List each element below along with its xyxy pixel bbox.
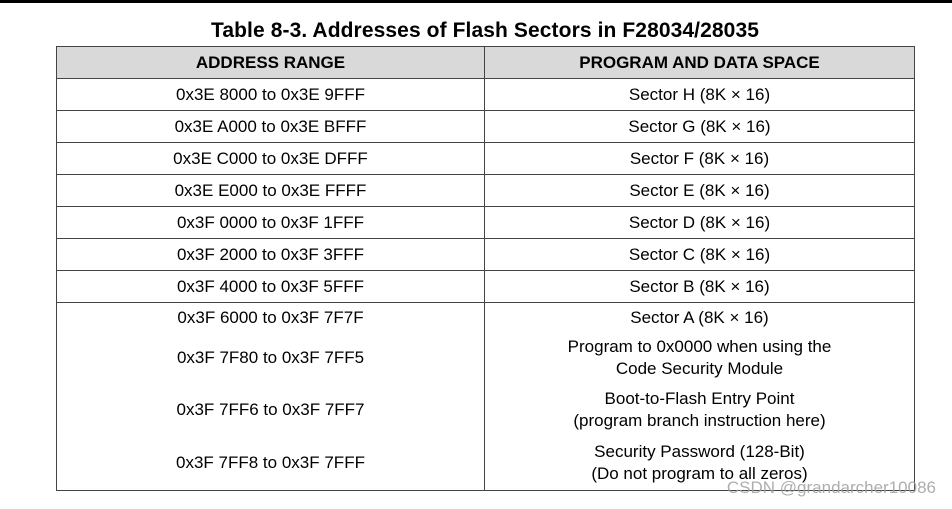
header-address-range: ADDRESS RANGE — [56, 46, 485, 79]
address-cell: 0x3F 2000 to 0x3F 3FFF — [56, 238, 485, 271]
address-cell: 0x3F 7F80 to 0x3F 7FF5 — [56, 332, 485, 384]
space-line: Boot-to-Flash Entry Point — [604, 389, 795, 408]
space-cell: Sector A (8K × 16) — [484, 302, 915, 332]
space-line: Code Security Module — [615, 359, 784, 378]
table-row: 0x3F 2000 to 0x3F 3FFF Sector C (8K × 16… — [56, 238, 915, 271]
top-rule — [0, 0, 952, 3]
table-row: 0x3F 7FF6 to 0x3F 7FF7 Boot-to-Flash Ent… — [56, 384, 915, 436]
space-cell: Security Password (128-Bit) (Do not prog… — [484, 436, 915, 491]
address-cell: 0x3F 7FF8 to 0x3F 7FFF — [56, 436, 485, 491]
table-row: 0x3E A000 to 0x3E BFFF Sector G (8K × 16… — [56, 110, 915, 143]
table-row: 0x3F 0000 to 0x3F 1FFF Sector D (8K × 16… — [56, 206, 915, 239]
table-header-row: ADDRESS RANGE PROGRAM AND DATA SPACE — [56, 46, 915, 79]
table-row: 0x3E 8000 to 0x3E 9FFF Sector H (8K × 16… — [56, 78, 915, 111]
table-title: Table 8-3. Addresses of Flash Sectors in… — [210, 19, 760, 42]
space-cell: Sector C (8K × 16) — [484, 238, 915, 271]
space-cell: Sector E (8K × 16) — [484, 174, 915, 207]
address-cell: 0x3E A000 to 0x3E BFFF — [56, 110, 485, 143]
space-cell: Sector H (8K × 16) — [484, 78, 915, 111]
address-cell: 0x3E 8000 to 0x3E 9FFF — [56, 78, 485, 111]
space-cell: Boot-to-Flash Entry Point (program branc… — [484, 384, 915, 436]
address-cell: 0x3E E000 to 0x3E FFFF — [56, 174, 485, 207]
watermark: CSDN @grandarcher10086 — [726, 478, 936, 497]
address-cell: 0x3F 6000 to 0x3F 7F7F — [56, 302, 485, 332]
table-row: 0x3E E000 to 0x3E FFFF Sector E (8K × 16… — [56, 174, 915, 207]
address-cell: 0x3F 0000 to 0x3F 1FFF — [56, 206, 485, 239]
space-line: (program branch instruction here) — [573, 411, 826, 430]
space-cell: Sector B (8K × 16) — [484, 270, 915, 303]
address-cell: 0x3F 7FF6 to 0x3F 7FF7 — [56, 384, 485, 436]
address-cell: 0x3E C000 to 0x3E DFFF — [56, 142, 485, 175]
table-row: 0x3F 6000 to 0x3F 7F7F Sector A (8K × 16… — [56, 302, 915, 332]
space-cell: Sector D (8K × 16) — [484, 206, 915, 239]
table-row: 0x3F 7F80 to 0x3F 7FF5 Program to 0x0000… — [56, 332, 915, 384]
space-line: Security Password (128-Bit) — [594, 442, 805, 461]
table-row: 0x3F 7FF8 to 0x3F 7FFF Security Password… — [56, 436, 915, 491]
space-line: (Do not program to all zeros) — [591, 464, 808, 483]
table-row: 0x3E C000 to 0x3E DFFF Sector F (8K × 16… — [56, 142, 915, 175]
header-program-data-space: PROGRAM AND DATA SPACE — [484, 46, 915, 79]
table-row: 0x3F 4000 to 0x3F 5FFF Sector B (8K × 16… — [56, 270, 915, 303]
space-cell: Sector F (8K × 16) — [484, 142, 915, 175]
space-cell: Program to 0x0000 when using the Code Se… — [484, 332, 915, 384]
space-cell: Sector G (8K × 16) — [484, 110, 915, 143]
address-cell: 0x3F 4000 to 0x3F 5FFF — [56, 270, 485, 303]
space-line: Program to 0x0000 when using the — [567, 337, 832, 356]
flash-sector-table: ADDRESS RANGE PROGRAM AND DATA SPACE 0x3… — [56, 46, 915, 491]
